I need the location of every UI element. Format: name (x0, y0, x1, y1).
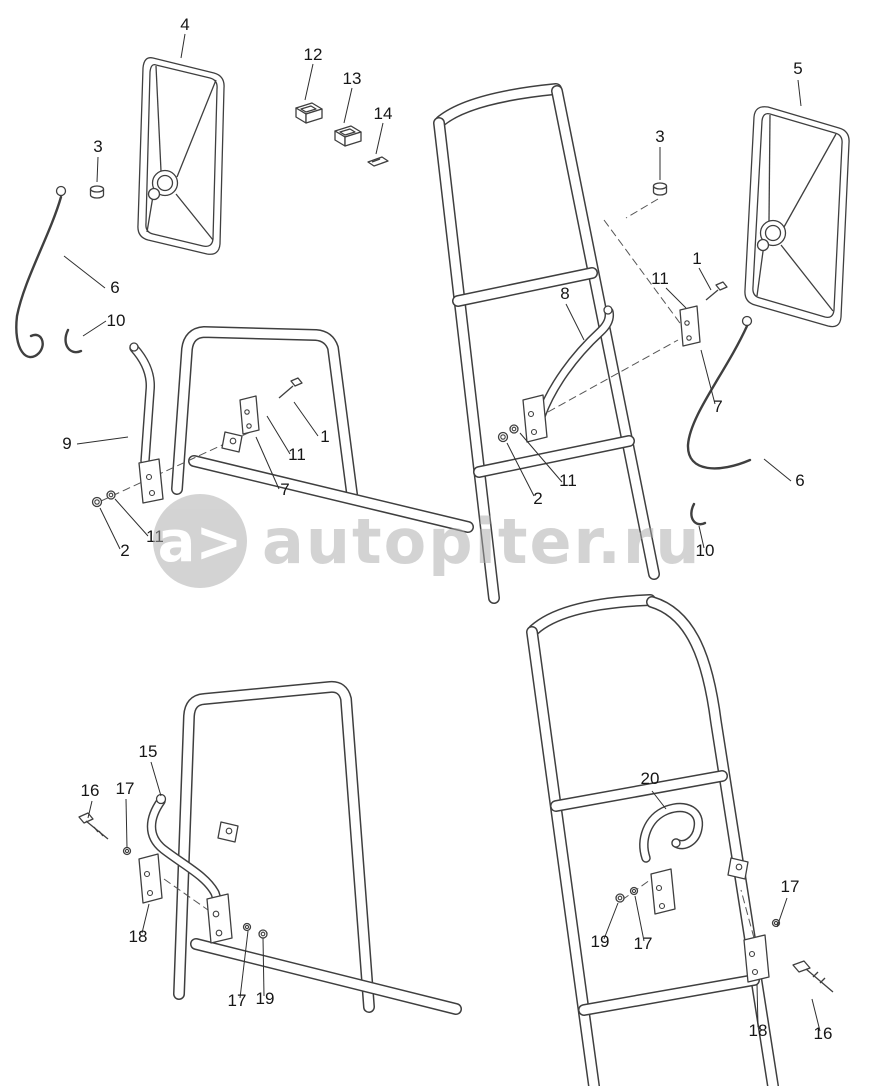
callout-16-bl: 16 (81, 781, 100, 800)
callout-14: 14 (374, 104, 393, 123)
callout-9: 9 (62, 434, 71, 453)
washer-19-bottom-center (258, 929, 268, 939)
mirror-arm-8 (522, 305, 615, 443)
washer-11-center (509, 424, 519, 434)
mirror-head-left (137, 57, 225, 255)
washer-17-bottom-right-a (629, 886, 639, 896)
door-bracket-bottom-left (217, 821, 239, 843)
watermark: a> autopiter.ru (153, 494, 702, 588)
washer-11-left (106, 490, 116, 500)
watermark-logo-circle (153, 494, 247, 588)
callout-18-br: 18 (749, 1021, 768, 1040)
screw-1-left (278, 377, 303, 399)
callout-18-bl: 18 (129, 927, 148, 946)
callout-15: 15 (139, 742, 158, 761)
arm-15-base-plate (206, 893, 233, 944)
callout-5: 5 (793, 59, 802, 78)
callout-4: 4 (180, 15, 189, 34)
washer-17-bottom-center (242, 922, 252, 932)
nut-3-right (652, 182, 668, 196)
door-bracket-top-left (221, 431, 243, 453)
plate-7-left (239, 395, 260, 435)
callout-6-l: 6 (110, 278, 119, 297)
callout-7-r: 7 (713, 397, 722, 416)
mirror-knob-icon (756, 238, 770, 252)
nut-2-left (91, 496, 103, 508)
callout-3-r: 3 (655, 127, 664, 146)
door-frame-top-left (171, 326, 474, 533)
callout-10-r: 10 (696, 541, 715, 560)
callout-11-l: 11 (288, 445, 306, 464)
ladder-frame-bottom-right (526, 594, 779, 1086)
callout-6-r: 6 (795, 471, 804, 490)
callout-19-bc: 19 (256, 989, 275, 1008)
callout-17-bl: 17 (116, 779, 135, 798)
watermark-logo-text: a> (158, 510, 243, 575)
mirror-cable-right (686, 315, 753, 470)
washer-19-bottom-right (615, 893, 625, 903)
arm-20-base-plate (650, 868, 676, 915)
clip-part-14 (367, 156, 389, 167)
rocker-switch-12 (295, 102, 323, 124)
bolt-16-bottom-left (78, 812, 109, 840)
callout-7-l: 7 (280, 480, 289, 499)
callout-1-r: 1 (692, 249, 701, 268)
bolt-16-bottom-right (792, 960, 834, 993)
screw-1-right (705, 281, 728, 301)
callout-19-br: 19 (591, 932, 610, 951)
callout-10-l: 10 (107, 311, 126, 330)
callout-20: 20 (641, 769, 660, 788)
mirror-head-right (744, 106, 850, 328)
callout-17-bc: 17 (228, 991, 247, 1010)
door-frame-bottom-left (173, 680, 462, 1015)
watermark-brand-text: autopiter.ru (262, 505, 702, 578)
callout-1-l: 1 (320, 427, 329, 446)
callout-2-c: 2 (533, 489, 542, 508)
mirror-knob-icon (147, 187, 161, 201)
cable-clip-right (690, 502, 707, 526)
nut-3-left (89, 185, 105, 199)
nut-2-center (497, 431, 509, 443)
plate-18-bottom-right (743, 934, 770, 983)
callout-leader-lines (63, 33, 821, 1032)
callout-11-r: 11 (651, 269, 669, 288)
callout-17-br-b: 17 (781, 877, 800, 896)
bracket-18-bottom-left (138, 853, 163, 904)
mirror-arm-9 (129, 342, 164, 504)
mirror-cable-left (15, 185, 67, 359)
callout-8: 8 (560, 284, 569, 303)
rocker-switch-13 (334, 125, 362, 147)
mirror-arm-20 (639, 802, 704, 863)
callout-12: 12 (304, 45, 323, 64)
callout-17-br-a: 17 (634, 934, 653, 953)
ladder-bracket-bottom-right (727, 857, 749, 880)
callout-3-l: 3 (93, 137, 102, 156)
plate-7-right (679, 305, 701, 347)
cable-clip-left (64, 328, 83, 354)
callout-13: 13 (343, 69, 362, 88)
callout-2-l: 2 (120, 541, 129, 560)
callout-16-br: 16 (814, 1024, 833, 1043)
washer-17-bottom-left (122, 846, 132, 856)
callout-labels: 4 12 13 14 3 6 10 9 1 11 7 11 2 8 11 1 3… (62, 15, 832, 1043)
callout-11-c: 11 (559, 471, 577, 490)
